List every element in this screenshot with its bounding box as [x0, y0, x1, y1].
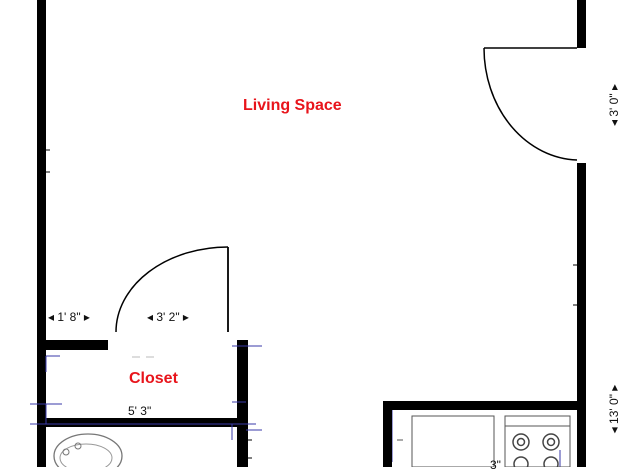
kitchen-top-wall: [383, 401, 586, 410]
kitchen-left-wall: [383, 401, 392, 467]
top-left-wall-stub: [38, 0, 46, 10]
right-door-swing-icon: [483, 47, 578, 161]
stove-icon: [504, 415, 571, 467]
left-exterior-wall: [37, 0, 46, 467]
bathtub-icon: [53, 433, 123, 467]
kitchen-right-wall: [577, 401, 586, 467]
dimension-right-door: ◂ 3' 0" ▸: [607, 84, 621, 126]
right-wall-lower: [577, 163, 586, 408]
closet-bottom-wall: [40, 418, 240, 427]
closet-top-wall-left: [40, 340, 108, 350]
room-label-living: Living Space: [243, 97, 342, 114]
dimension-left-segment: ◂ 1' 8" ▸: [48, 310, 90, 324]
room-label-closet: Closet: [129, 370, 178, 387]
closet-door-swing-icon: [115, 246, 229, 333]
dimension-bath-partial: 3": [490, 458, 501, 472]
dimension-closet-width: 5' 3": [128, 404, 152, 418]
countertop-icon: [411, 415, 495, 467]
dimension-door-opening: ◂ 3' 2" ▸: [147, 310, 189, 324]
dimension-right-lower: ◂ 13' 0" ▸: [607, 384, 621, 434]
right-wall-upper: [577, 0, 586, 48]
closet-right-wall: [237, 340, 248, 467]
